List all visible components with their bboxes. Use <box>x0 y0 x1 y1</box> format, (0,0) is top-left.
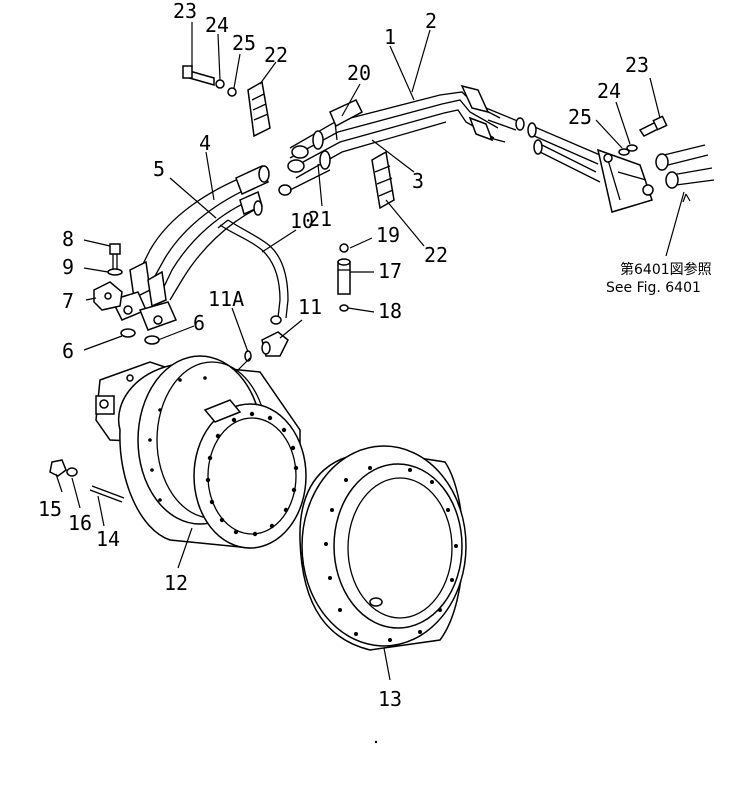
label-5: 5 <box>153 157 165 181</box>
label-17: 17 <box>378 259 402 283</box>
clamp-assembly <box>93 243 123 311</box>
stray-mark <box>374 740 378 744</box>
label-25: 25 <box>232 31 256 55</box>
plug-assembly <box>337 243 351 312</box>
reference-note-english: See Fig. 6401 <box>606 280 701 296</box>
top-bracket-hardware <box>182 65 271 138</box>
label-10: 10 <box>290 209 314 233</box>
label-9: 9 <box>62 255 74 279</box>
label-1: 1 <box>384 25 396 49</box>
label-18: 18 <box>378 299 402 323</box>
label-6b: 6 <box>62 339 74 363</box>
label-11a: 11A <box>208 287 244 311</box>
label-6: 6 <box>193 311 205 335</box>
label-16: 16 <box>68 511 92 535</box>
reference-note-japanese: 第6401図参照 <box>620 261 712 278</box>
stud-nut-washer <box>49 459 125 503</box>
label-24: 24 <box>205 13 229 37</box>
label-22b: 22 <box>424 243 448 267</box>
final-drive <box>95 355 307 549</box>
lower-bracket-22 <box>371 150 395 210</box>
label-20: 20 <box>347 61 371 85</box>
label-8: 8 <box>62 227 74 251</box>
part-labels: 23 24 25 22 1 2 20 3 21 22 4 5 10 19 17 … <box>38 0 649 711</box>
elbow-fitting <box>244 331 289 362</box>
o-ring <box>120 328 136 338</box>
rim-13 <box>299 445 467 651</box>
label-22: 22 <box>264 43 288 67</box>
label-2: 2 <box>425 9 437 33</box>
label-11: 11 <box>298 295 322 319</box>
label-24b: 24 <box>597 79 621 103</box>
label-14: 14 <box>96 527 120 551</box>
motor-hoses <box>110 164 270 331</box>
label-4: 4 <box>199 131 211 155</box>
label-12: 12 <box>164 571 188 595</box>
reference-note: 第6401図参照 See Fig. 6401 <box>606 261 712 296</box>
label-25b: 25 <box>568 105 592 129</box>
drain-hose <box>217 219 289 325</box>
label-15: 15 <box>38 497 62 521</box>
leader-lines <box>55 22 691 681</box>
label-23b: 23 <box>625 53 649 77</box>
o-ring <box>144 335 160 345</box>
label-23: 23 <box>173 0 197 23</box>
hydraulic-pipes <box>278 84 715 213</box>
label-21: 21 <box>308 207 332 231</box>
label-7: 7 <box>62 289 74 313</box>
label-19: 19 <box>376 223 400 247</box>
label-3: 3 <box>412 169 424 193</box>
label-13: 13 <box>378 687 402 711</box>
